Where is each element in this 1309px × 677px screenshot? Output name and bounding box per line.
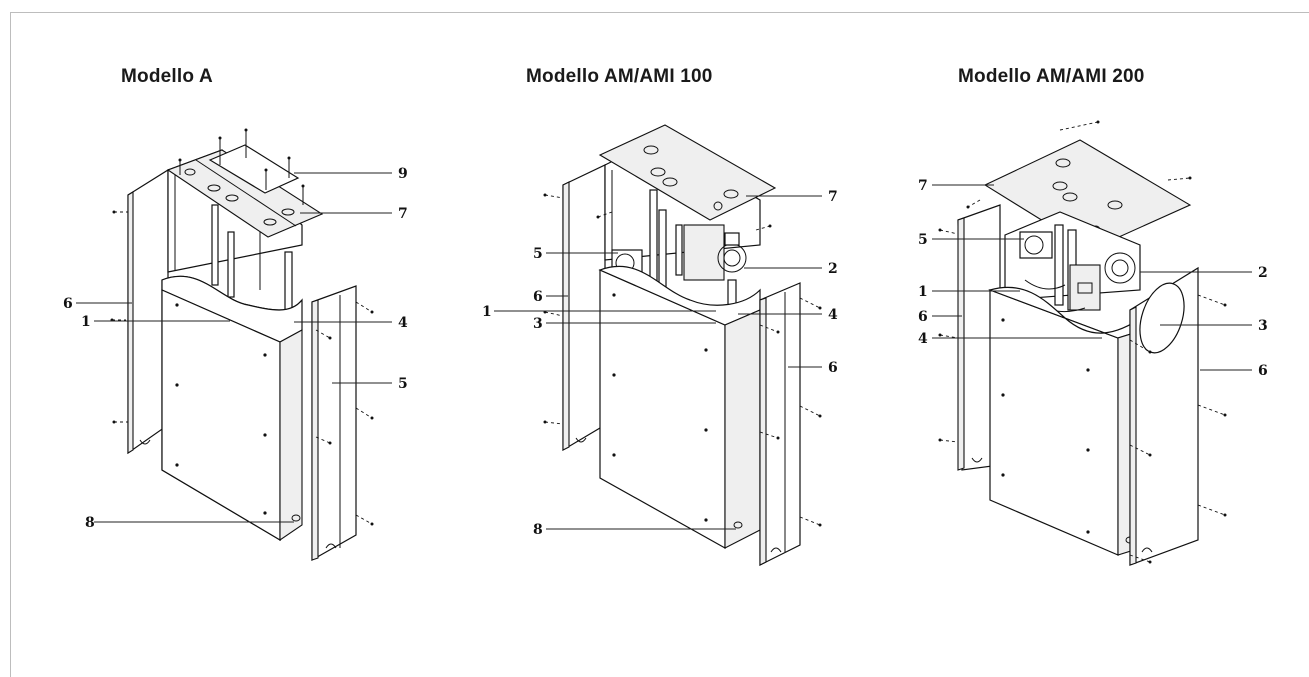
label-6: 6 [533,289,543,305]
label-6: 6 [918,309,928,325]
model-am100-labels: 7 5 2 6 1 3 4 6 8 [482,189,838,538]
label-3: 3 [1258,318,1268,334]
label-8: 8 [85,515,95,531]
model-am200-drawing [938,120,1227,566]
label-7: 7 [918,178,928,194]
model-a-title: Modello A [121,66,213,87]
label-6-right: 6 [1258,363,1268,379]
model-am100-drawing [543,124,822,566]
label-4: 4 [828,307,838,323]
label-1: 1 [482,304,492,320]
model-am200-title: Modello AM/AMI 200 [958,66,1145,87]
model-am100-title: Modello AM/AMI 100 [526,66,713,87]
label-2: 2 [828,261,838,277]
model-a-labels: 9 7 6 1 4 5 8 [63,166,408,531]
model-a-drawing [110,128,374,562]
label-1: 1 [918,284,928,300]
label-5: 5 [533,246,543,262]
label-6-right: 6 [828,360,838,376]
label-7: 7 [398,206,408,222]
label-9: 9 [398,166,408,182]
model-a-leaders [76,172,392,523]
label-4: 4 [398,315,408,331]
model-am200-labels: 7 5 2 1 6 3 4 6 [918,178,1268,379]
model-am100-leaders [494,195,822,530]
model-am200-leaders [932,184,1252,371]
label-8: 8 [533,522,543,538]
label-2: 2 [1258,265,1268,281]
label-5: 5 [918,232,928,248]
label-7: 7 [828,189,838,205]
label-4: 4 [918,331,928,347]
label-3: 3 [533,316,543,332]
page-frame [10,12,1309,677]
label-6: 6 [63,296,73,312]
label-5: 5 [398,376,408,392]
label-1: 1 [81,314,91,330]
